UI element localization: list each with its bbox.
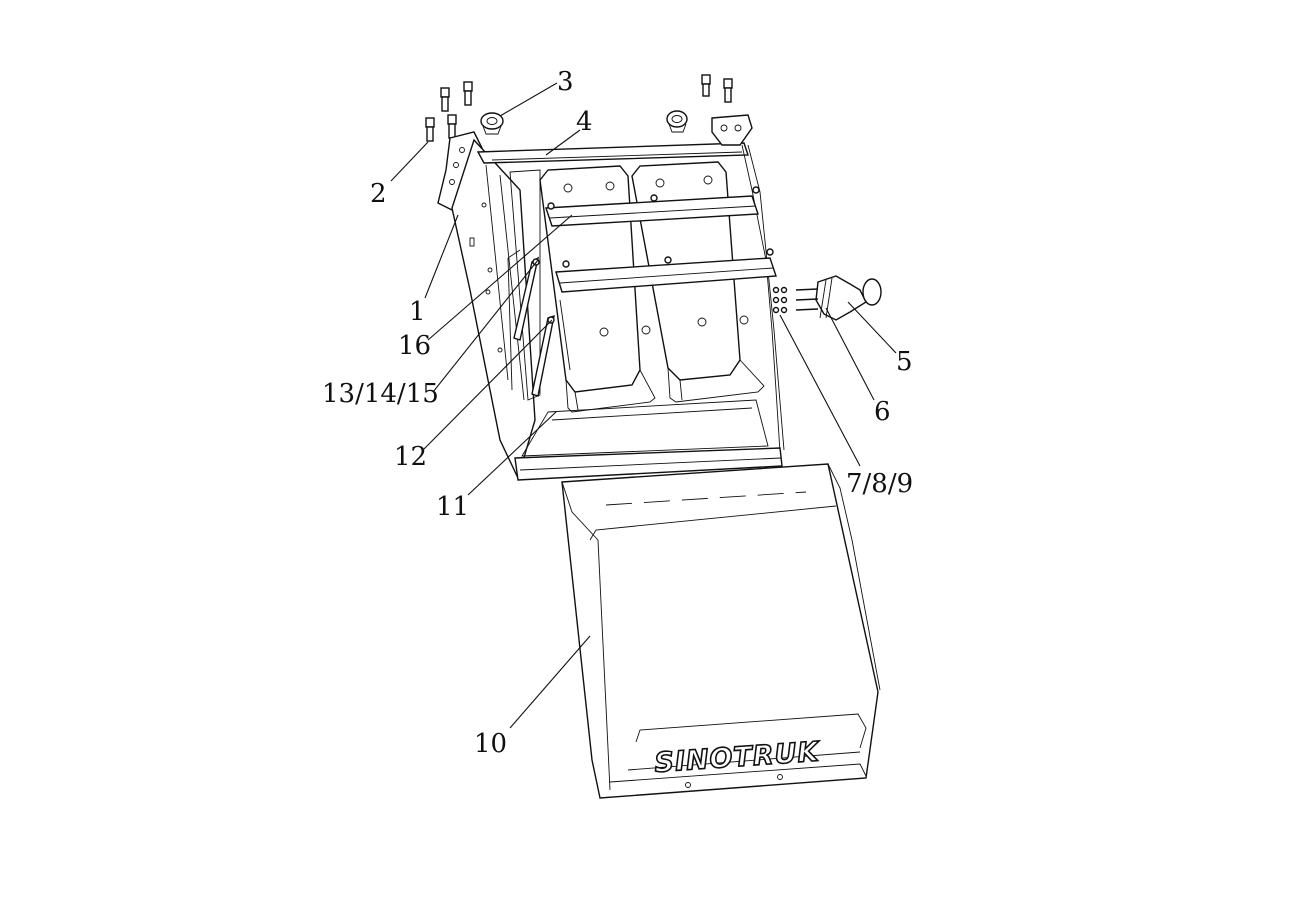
switch-studs: [795, 288, 819, 311]
callout-4: 4: [576, 107, 593, 137]
rubber-bushing-left: [480, 112, 504, 135]
callout-labels: 1 2 3 4 5 6 7/8/9 10 11 12 13/14/15 16: [322, 67, 913, 759]
tie-rods: [507, 249, 555, 397]
callout-6: 6: [874, 397, 891, 427]
callout-12: 12: [394, 442, 427, 472]
callout-3: 3: [557, 67, 574, 97]
mounting-bolts-left: [425, 81, 473, 142]
callout-2: 2: [370, 179, 387, 209]
hold-down-bar-lower: [555, 248, 777, 293]
callout-16: 16: [398, 331, 431, 361]
battery-box-frame: [437, 114, 785, 481]
rubber-bushing-right: [666, 110, 688, 133]
battery-box-cover: SINOTRUK: [561, 463, 881, 799]
callout-5: 5: [896, 347, 913, 377]
callout-7-8-9: 7/8/9: [846, 469, 913, 499]
mounting-bolts-right: [701, 74, 733, 103]
callout-13-14-15: 13/14/15: [322, 379, 439, 409]
leader-lines: [390, 82, 897, 729]
washers-nuts: [772, 286, 788, 314]
power-switch: [815, 275, 882, 321]
callout-10: 10: [474, 729, 507, 759]
callout-11: 11: [436, 492, 469, 522]
callout-1: 1: [409, 297, 426, 327]
hold-down-bar-upper: [545, 186, 760, 227]
